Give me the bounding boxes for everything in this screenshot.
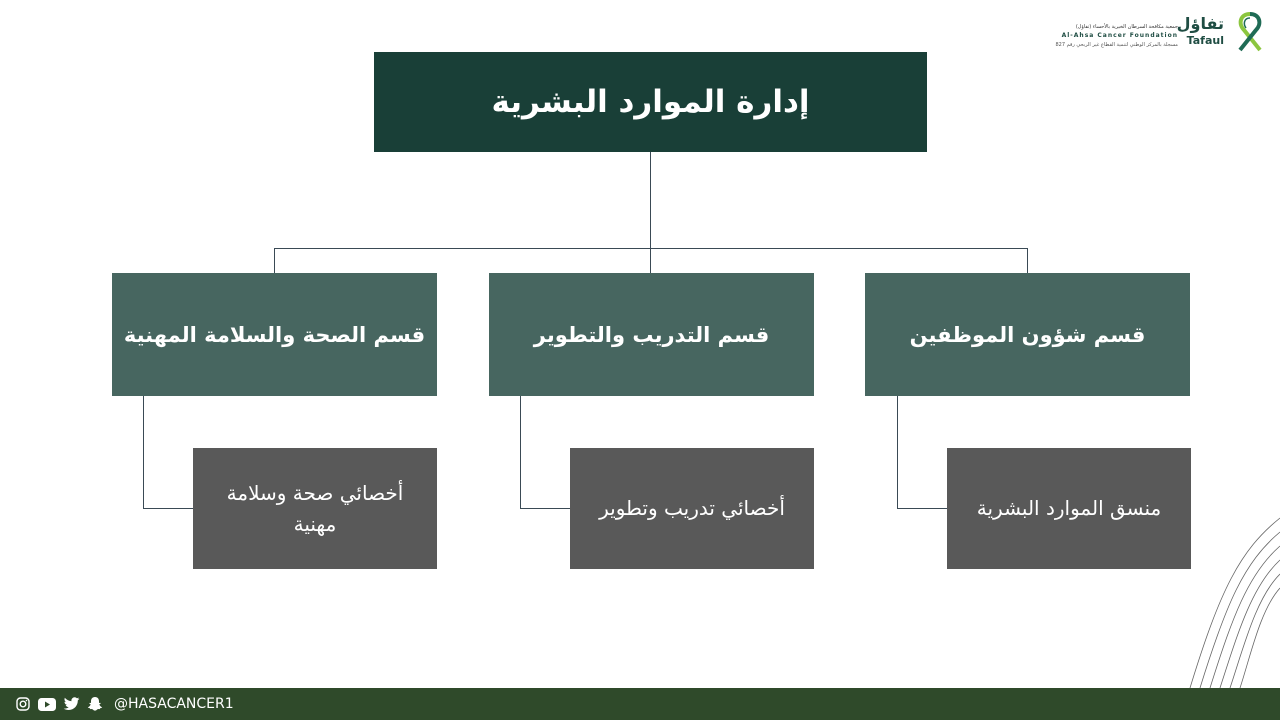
logo-name-en-full: Al-Ahsa Cancer Foundation: [1061, 32, 1178, 39]
decorative-curves: [1189, 517, 1280, 689]
tafaul-logo: تفاؤل جمعية مكافحة السرطان الخيرية بالأح…: [1048, 10, 1268, 56]
logo-name-ar: تفاؤل: [1176, 14, 1224, 33]
instagram-icon[interactable]: [14, 695, 32, 713]
dept-node-training-development: قسم التدريب والتطوير: [489, 273, 814, 396]
dept-node-employee-affairs: قسم شؤون الموظفين: [865, 273, 1190, 396]
logo-association-ar: جمعية مكافحة السرطان الخيرية بالأحساء (ت…: [1075, 24, 1178, 30]
logo-registration-ar: مسجلة بالمركز الوطني لتنمية القطاع غير ا…: [1055, 42, 1179, 48]
role-node-training-specialist: أخصائي تدريب وتطوير: [570, 448, 814, 569]
dept-node-health-safety: قسم الصحة والسلامة المهنية: [112, 273, 437, 396]
social-footer: @HASACANCER1: [0, 688, 1280, 720]
social-handle[interactable]: @HASACANCER1: [114, 696, 234, 712]
ribbon-logo-icon: [1238, 12, 1262, 52]
role-node-hr-coordinator: منسق الموارد البشرية: [947, 448, 1191, 569]
youtube-icon[interactable]: [38, 695, 56, 713]
snapchat-icon[interactable]: [86, 695, 104, 713]
root-node-hr-management: إدارة الموارد البشرية: [374, 52, 927, 152]
twitter-icon[interactable]: [62, 695, 80, 713]
logo-name-en: Tafaul: [1186, 34, 1224, 47]
role-node-safety-specialist: أخصائي صحة وسلامة مهنية: [193, 448, 437, 569]
